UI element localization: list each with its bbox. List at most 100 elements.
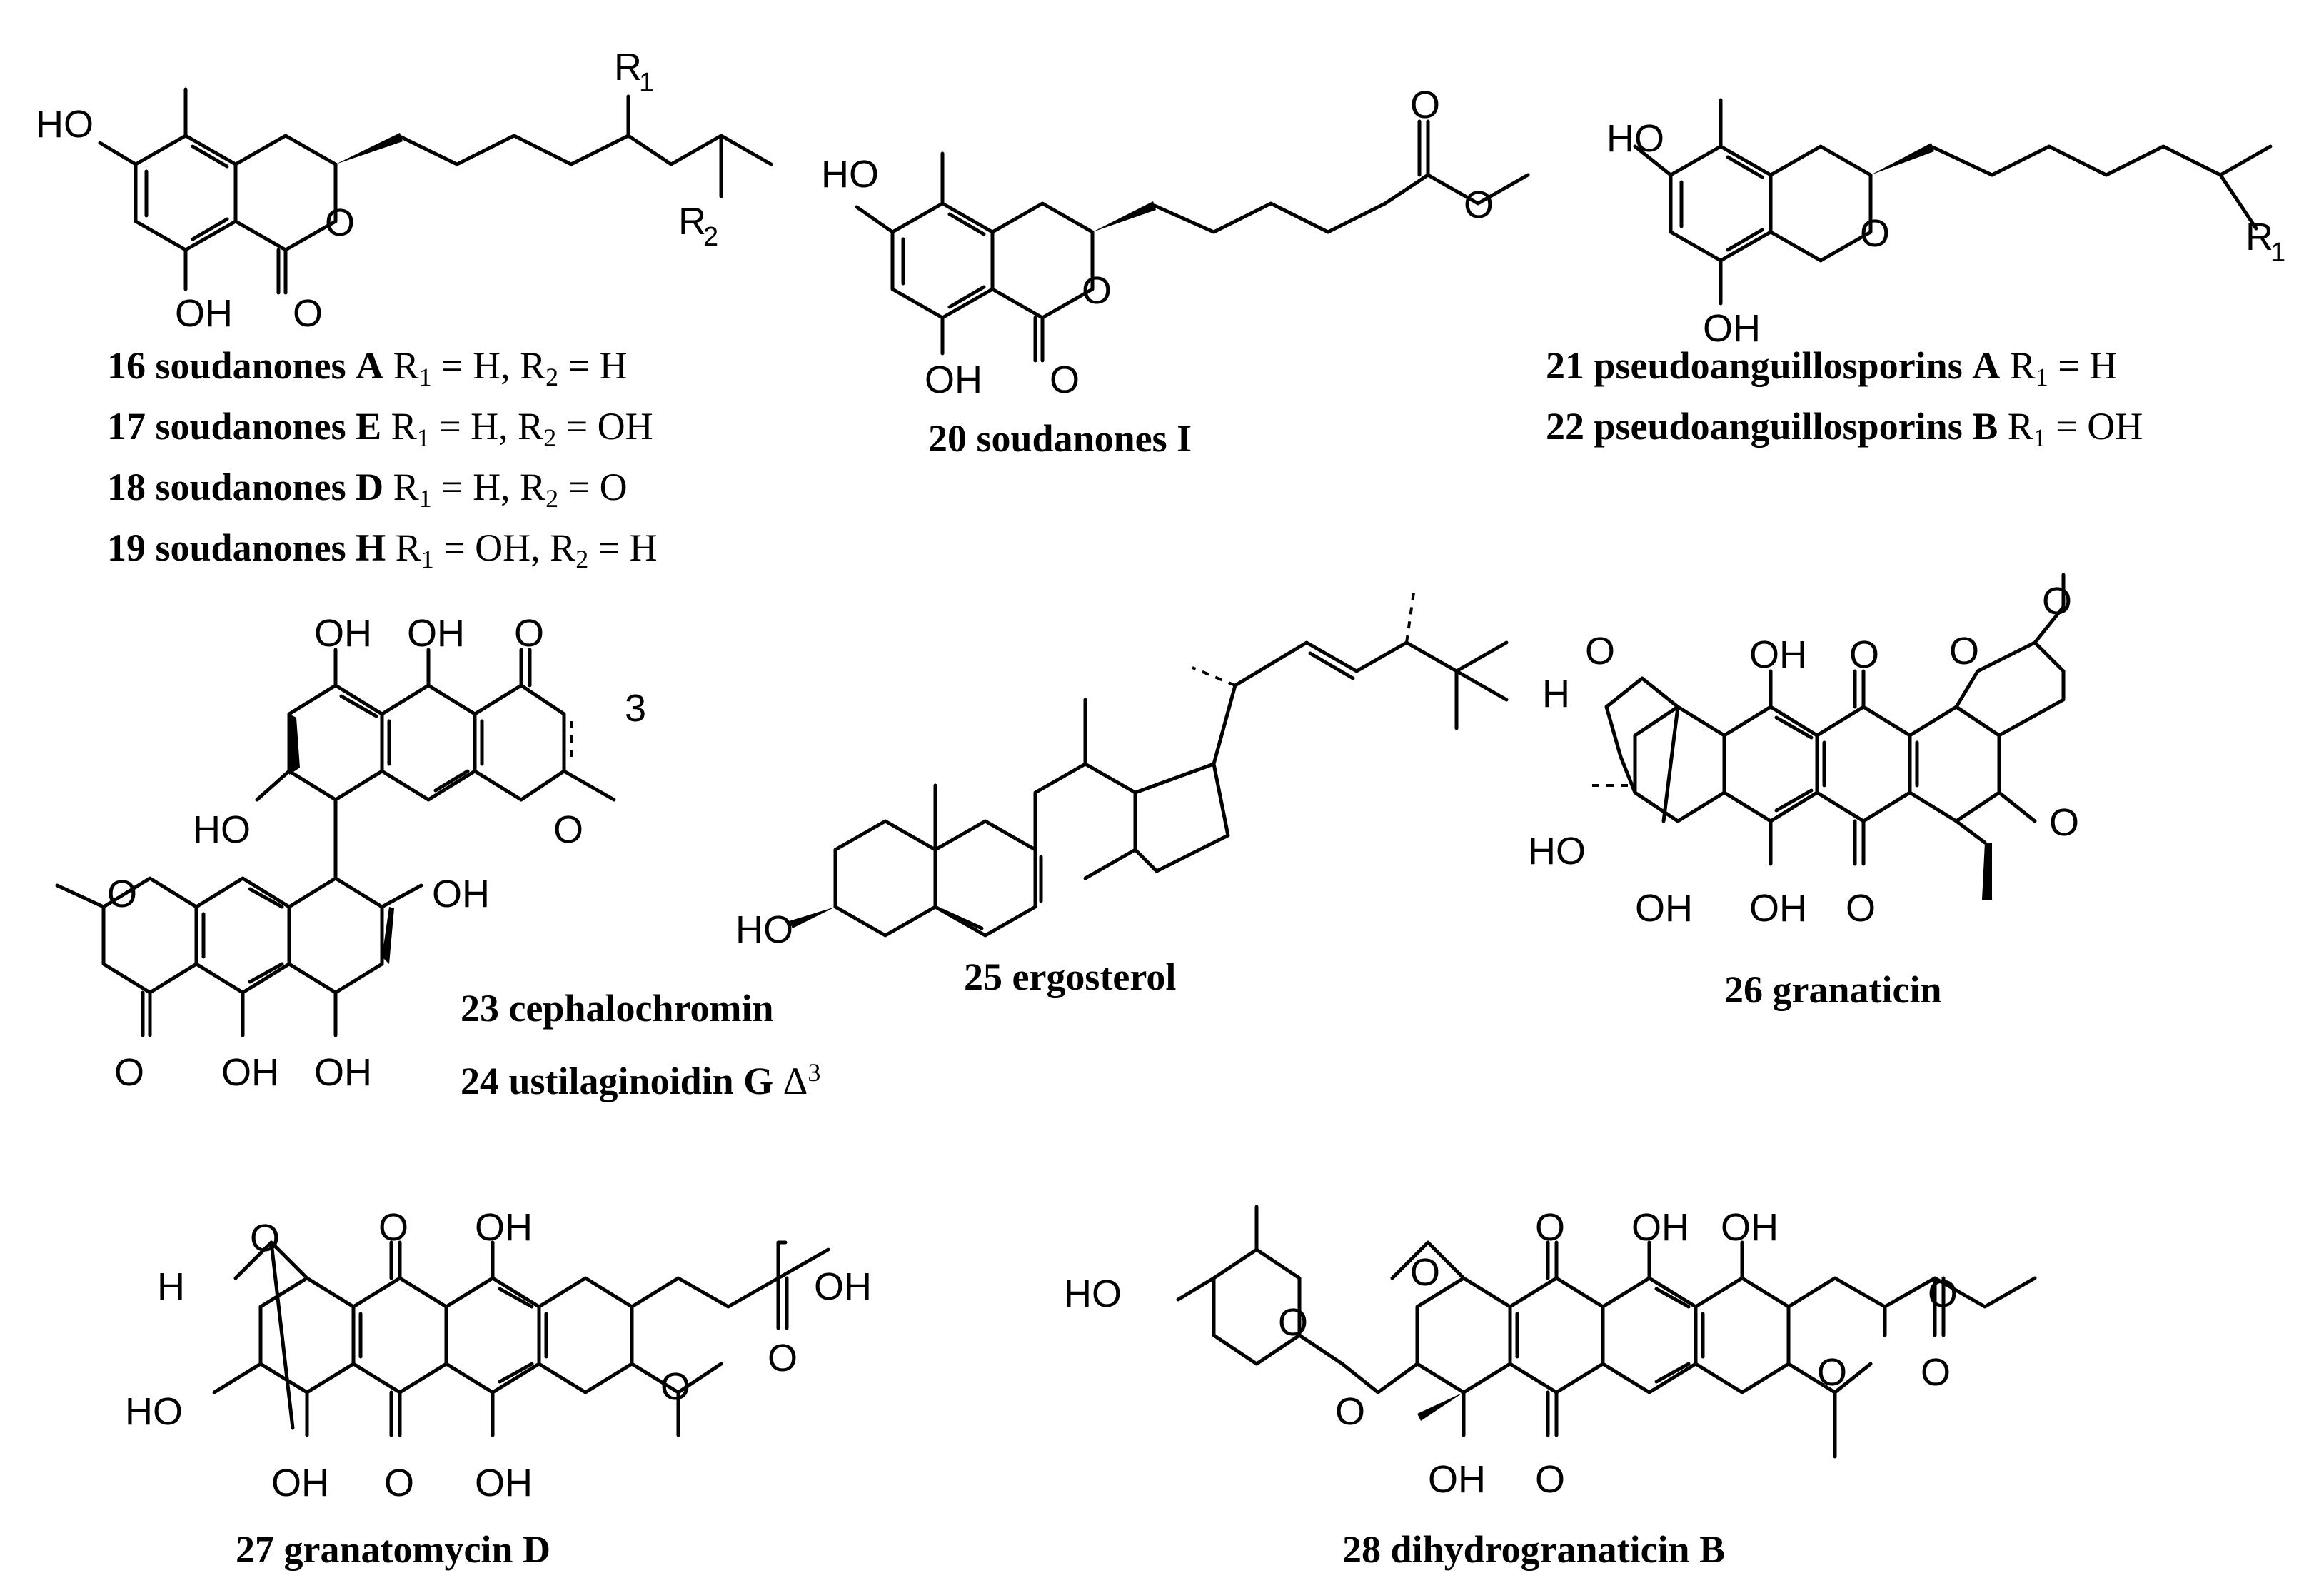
caption-17: 17 soudanones E R1 = H, R2 = OH xyxy=(107,403,653,461)
atom-label: O xyxy=(660,1365,690,1408)
structure-23-24: OH OH O 3 HO O OH O O OH OH xyxy=(55,612,646,1094)
separator: , xyxy=(498,405,518,448)
r-index: 1 xyxy=(416,423,430,452)
caption-19: 19 soudanones H R1 = OH, R2 = H xyxy=(107,525,658,582)
compound-letter: D xyxy=(356,466,384,508)
structure-20: HO O OH O O O xyxy=(821,84,1530,401)
atom-label: O xyxy=(1410,84,1440,126)
r-index: 2 xyxy=(545,363,559,391)
compound-name: soudanones xyxy=(155,405,346,448)
equals: = xyxy=(558,466,600,508)
labels-20: HO O OH O O O xyxy=(821,84,1494,401)
compound-number: 23 xyxy=(461,987,499,1030)
r-index: 1 xyxy=(2033,423,2046,452)
atom-label: O xyxy=(378,1206,408,1249)
atom-label: OH xyxy=(475,1462,533,1504)
atom-label: O xyxy=(114,1051,144,1094)
atom-label: HO xyxy=(1064,1272,1122,1315)
r-index: 2 xyxy=(575,545,589,573)
compound-name: cephalochromin xyxy=(508,987,774,1030)
atom-label: OH xyxy=(1721,1206,1779,1249)
atom-label: O xyxy=(1860,212,1890,255)
atom-label: O xyxy=(1278,1301,1308,1344)
atom-label: OH xyxy=(1749,887,1807,930)
compound-number: 18 xyxy=(107,466,146,508)
r1-value: OH xyxy=(475,526,531,569)
compound-number: 26 xyxy=(1724,968,1763,1011)
atom-label: O xyxy=(1464,184,1494,226)
atom-label: O xyxy=(1535,1206,1565,1249)
r2-value: O xyxy=(599,466,628,508)
atom-label: O xyxy=(107,873,137,915)
compound-name: ustilaginoidin G xyxy=(508,1060,774,1102)
atom-label: O xyxy=(1817,1351,1847,1394)
compound-number: 22 xyxy=(1546,405,1584,448)
r2-value: H xyxy=(599,344,628,387)
atom-label: R xyxy=(2245,216,2273,258)
caption-26: 26 granaticin xyxy=(1724,967,1942,1012)
labels-25: HO xyxy=(735,908,793,951)
caption-18: 18 soudanones D R1 = H, R2 = O xyxy=(107,464,628,521)
separator: , xyxy=(500,344,520,387)
atom-label: OH xyxy=(1635,887,1693,930)
atom-label: O xyxy=(384,1462,414,1504)
r-index: 1 xyxy=(418,484,432,513)
labels-26: H O OH O O O O HO OH OH O xyxy=(1528,580,2079,930)
r-index: 2 xyxy=(543,423,557,452)
atom-label: O xyxy=(250,1217,280,1260)
r-label: R xyxy=(393,466,419,508)
atom-label: O xyxy=(1082,269,1112,312)
caption-20: 20 soudanones I xyxy=(928,416,1192,461)
caption-16: 16 soudanones A R1 = H, R2 = H xyxy=(107,343,628,400)
equals: = xyxy=(556,405,598,448)
atom-label: O xyxy=(1585,630,1615,673)
r-label: R xyxy=(393,344,419,387)
atom-label: HO xyxy=(36,103,94,146)
atom-label: O xyxy=(1410,1251,1440,1294)
atom-label: OH xyxy=(175,292,233,335)
labels-23: OH OH O 3 HO O OH O O OH OH xyxy=(107,612,646,1094)
compound-name: soudanones xyxy=(155,466,346,508)
r1-value: H xyxy=(471,405,499,448)
structure-21-22: HO O OH R 1 xyxy=(1606,98,2285,350)
atom-label: O xyxy=(514,612,544,655)
labels-21: HO O OH R 1 xyxy=(1606,117,2285,350)
r1-value: H xyxy=(473,466,501,508)
equals: = xyxy=(2046,405,2088,448)
atom-label: O xyxy=(325,201,355,244)
r1-value: H xyxy=(2089,344,2118,387)
r-index: 1 xyxy=(2035,363,2048,391)
atom-label: R xyxy=(678,200,706,243)
atom-label: O xyxy=(1050,358,1080,401)
atom-label: 2 xyxy=(703,222,718,252)
r-label: R xyxy=(395,526,421,569)
atom-label: HO xyxy=(193,808,251,851)
r-label: R xyxy=(2009,344,2036,387)
r-label: R xyxy=(520,344,546,387)
structure-16-19: HO O OH O R 1 R 2 xyxy=(36,46,773,335)
labels-27: H O O OH OH O O HO OH O OH xyxy=(125,1206,872,1504)
atom-label: 1 xyxy=(639,68,654,98)
compound-number: 20 xyxy=(928,417,967,460)
atom-label: OH xyxy=(271,1462,329,1504)
atom-label: O xyxy=(1335,1390,1365,1433)
labels-16: HO O OH O R 1 R 2 xyxy=(36,46,718,335)
compound-name: pseudoanguillosporins xyxy=(1594,405,1963,448)
atom-label: O xyxy=(2042,580,2072,623)
r-label: R xyxy=(520,466,546,508)
caption-28: 28 dihydrogranaticin B xyxy=(1342,1527,1725,1572)
compound-number: 24 xyxy=(461,1060,499,1102)
compound-name: soudanones xyxy=(155,526,346,569)
caption-23: 23 cephalochromin xyxy=(461,985,774,1031)
atom-label: OH xyxy=(432,873,490,915)
compound-name: granaticin xyxy=(1772,968,1942,1011)
caption-21: 21 pseudoanguillosporins A R1 = H xyxy=(1546,343,2117,400)
compound-name: soudanones I xyxy=(976,417,1192,460)
r-index: 2 xyxy=(545,484,559,513)
atom-label: OH xyxy=(314,1051,372,1094)
compound-letter: B xyxy=(1972,405,1998,448)
atom-label: OH xyxy=(1749,633,1807,676)
delta-symbol: Δ xyxy=(783,1060,808,1102)
r2-value: OH xyxy=(597,405,653,448)
separator: , xyxy=(500,466,520,508)
